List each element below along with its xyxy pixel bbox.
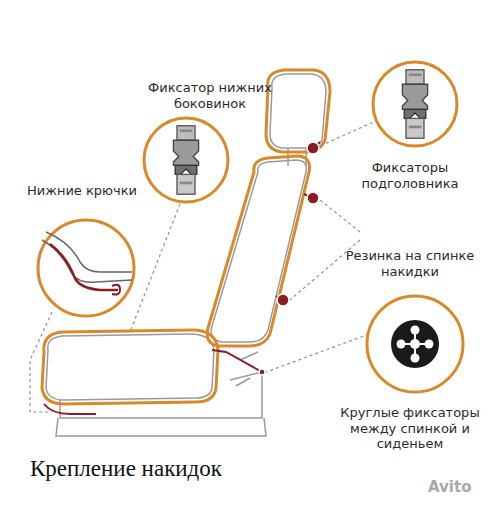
caption: Крепление накидок xyxy=(30,456,222,482)
part-label: Нижние крючки xyxy=(22,183,142,199)
part-label: Фиксаторы подголовника xyxy=(340,160,480,191)
part-label: Резинка на спинке накидки xyxy=(340,248,480,279)
part-label: Круглые фиксаторы между спинкой и сидень… xyxy=(335,405,485,452)
part-label: Фиксатор нижних боковинок xyxy=(140,80,280,111)
watermark: Avito xyxy=(428,478,471,496)
